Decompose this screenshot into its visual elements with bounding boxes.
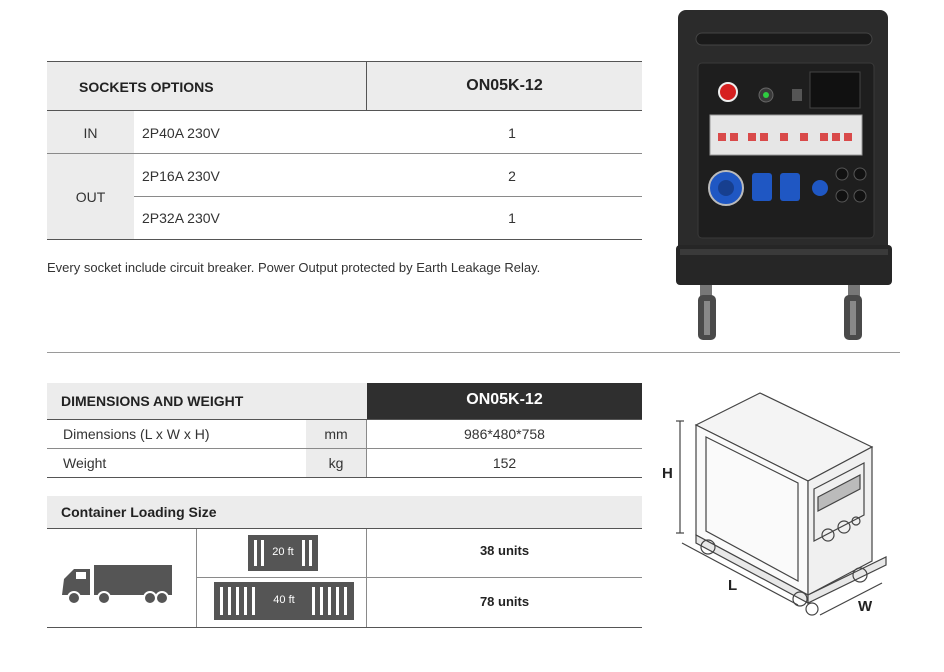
weight-row-unit: kg [328,455,344,471]
socket-qty-out-1: 2 [508,168,516,184]
sockets-model: ON05K-12 [466,77,543,94]
socket-row-out-1: 2P16A 230V [142,168,220,184]
sockets-header-bg [47,62,642,111]
wheel-left [698,280,716,340]
dimensions-model: ON05K-12 [466,391,543,408]
height-label: H [662,465,673,482]
dim-row-unit: mm [324,426,348,442]
out-label: OUT [75,189,106,205]
length-label: L [728,577,738,594]
container-40ft-units: 78 units [479,594,530,609]
container-header-bg [47,496,642,528]
sockets-note: Every socket include circuit breaker. Po… [47,260,541,275]
container-40ft-label: 40 ft [273,594,295,606]
socket-row-in: 2P40A 230V [142,125,220,141]
truck-icon [62,565,172,605]
container-header-label: Container Loading Size [61,504,217,520]
dim-row-value: 986*480*758 [464,426,545,442]
socket-qty-in: 1 [508,125,516,141]
sockets-label-col [47,111,134,239]
dimensions-model-bg [367,383,642,419]
container-20ft-units: 38 units [479,543,530,558]
width-label: W [858,598,873,615]
weight-row-value: 152 [492,455,517,471]
dimensions-header-bg [47,383,367,419]
socket-row-out-2: 2P32A 230V [142,210,220,226]
socket-qty-out-2: 1 [508,210,516,226]
generator-dimension-drawing [676,392,887,616]
container-20ft-label: 20 ft [272,546,294,558]
container-20ft-icon: 20 ft [248,535,318,571]
container-40ft-icon: 40 ft [214,582,354,620]
wheel-right [844,280,862,340]
generator-front-image [676,10,892,340]
in-label: IN [83,125,98,141]
sockets-header-label: SOCKETS OPTIONS [79,79,214,95]
dimensions-header-label: DIMENSIONS AND WEIGHT [61,393,244,409]
dim-row-label: Dimensions (L x W x H) [63,426,210,442]
weight-row-label: Weight [63,455,107,471]
section-divider [47,352,900,353]
